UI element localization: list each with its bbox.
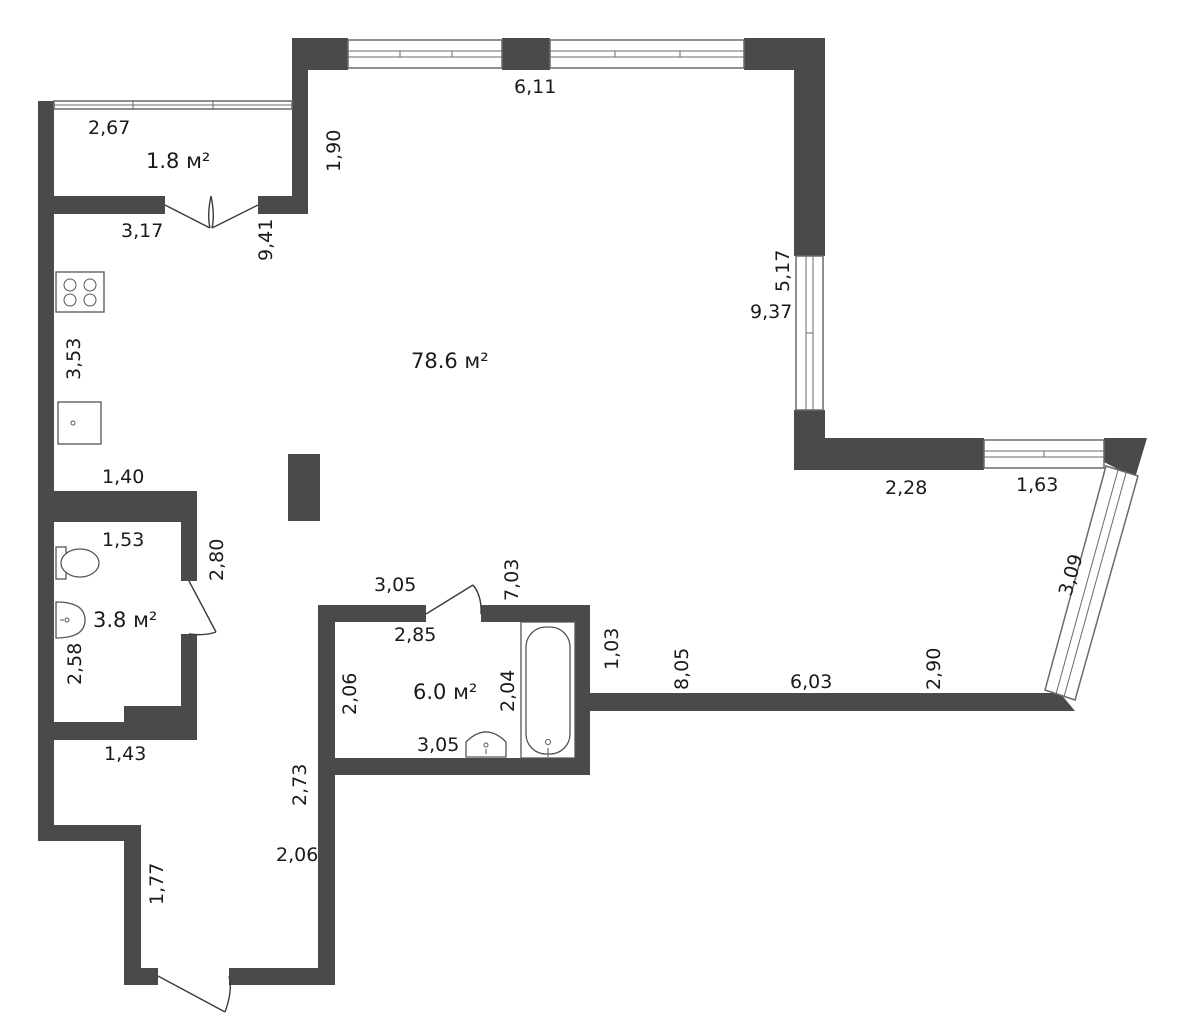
dimension-label: 1,63	[1016, 474, 1058, 496]
dimension-label: 2,06	[276, 844, 318, 866]
wall-bath-top-right	[481, 605, 590, 622]
dimension-label: 2,85	[394, 624, 436, 646]
dimension-label: 2,28	[885, 477, 927, 499]
dimension-label: 1,90	[323, 130, 345, 172]
dimension-label: 5,17	[772, 250, 794, 292]
wall-corridor-step	[38, 825, 141, 841]
window-right	[795, 255, 824, 411]
stove-icon	[55, 271, 105, 313]
dimension-label: 9,41	[255, 219, 277, 261]
room-area-wc: 3.8 м²	[93, 608, 157, 632]
dimension-label: 1,53	[102, 529, 144, 551]
wall-entrance-right	[229, 968, 335, 985]
window-diagonal	[1044, 465, 1139, 701]
window-balcony	[53, 100, 293, 110]
room-area-balcony: 1.8 м²	[146, 149, 210, 173]
dimension-label: 9,37	[750, 301, 792, 323]
wall-bath-bottom	[318, 758, 590, 775]
column	[288, 454, 320, 521]
wall-right-upper	[794, 38, 825, 256]
bathtub-icon	[520, 621, 576, 759]
toilet-icon	[55, 546, 100, 580]
dimension-label: 6,11	[514, 76, 556, 98]
dimension-label: 2,90	[923, 648, 945, 690]
wall-wc-bottom-bump	[124, 706, 197, 740]
bath-sink-icon	[465, 731, 507, 758]
dimension-label: 2,73	[289, 764, 311, 806]
wall-balcony-right	[292, 38, 308, 214]
dimension-label: 1,77	[146, 863, 168, 905]
door-balcony	[164, 195, 259, 229]
dimension-labels: 2,67 6,11 1,90 3,17 9,41 5,17 9,37 3,53 …	[63, 76, 1087, 905]
dimension-label: 1,43	[104, 743, 146, 765]
dimension-label: 2,04	[497, 670, 519, 712]
wall-entrance-left	[124, 968, 158, 985]
room-area-main: 78.6 м²	[411, 349, 489, 373]
fixtures	[55, 271, 576, 759]
dimension-label: 6,03	[790, 671, 832, 693]
wall-wing-top	[794, 438, 984, 470]
dimension-label: 1,03	[601, 628, 623, 670]
wc-sink-icon	[55, 601, 86, 639]
dimension-label: 2,67	[88, 117, 130, 139]
wall-bath-right	[575, 605, 590, 775]
dimension-label: 3,17	[121, 220, 163, 242]
dimension-label: 3,53	[63, 338, 85, 380]
dimension-label: 7,03	[501, 559, 523, 601]
wall-balcony-bottom-left	[38, 196, 165, 214]
room-area-bathroom: 6.0 м²	[413, 680, 477, 704]
dimension-label: 8,05	[671, 648, 693, 690]
dimension-label: 2,58	[64, 643, 86, 685]
door-bathroom	[425, 584, 482, 615]
window-wing	[983, 439, 1105, 469]
door-wc	[188, 580, 217, 636]
doors	[157, 195, 482, 1013]
wall-bottom-right	[575, 693, 1075, 711]
wall-wc-top	[38, 491, 197, 522]
dimension-label: 3,05	[417, 734, 459, 756]
area-labels: 1.8 м² 78.6 м² 3.8 м² 6.0 м²	[93, 149, 489, 704]
kitchen-sink-icon	[57, 401, 102, 445]
wall-top-pier	[502, 38, 550, 70]
window-top-right	[549, 39, 745, 69]
wall-corridor-left	[124, 825, 141, 985]
walls	[38, 38, 1147, 985]
wall-top-left	[292, 38, 348, 70]
window-top-left	[347, 39, 503, 69]
wall-corner	[1104, 438, 1147, 478]
dimension-label: 2,06	[339, 673, 361, 715]
wall-left-outer	[38, 101, 54, 841]
wall-bath-top-left	[318, 605, 426, 622]
windows	[53, 39, 1139, 701]
door-entrance	[157, 975, 232, 1013]
dimension-label: 3,05	[374, 574, 416, 596]
dimension-label: 2,80	[206, 539, 228, 581]
wall-wc-right-upper	[181, 491, 197, 581]
wall-bath-left	[318, 605, 335, 985]
dimension-label: 1,40	[102, 466, 144, 488]
